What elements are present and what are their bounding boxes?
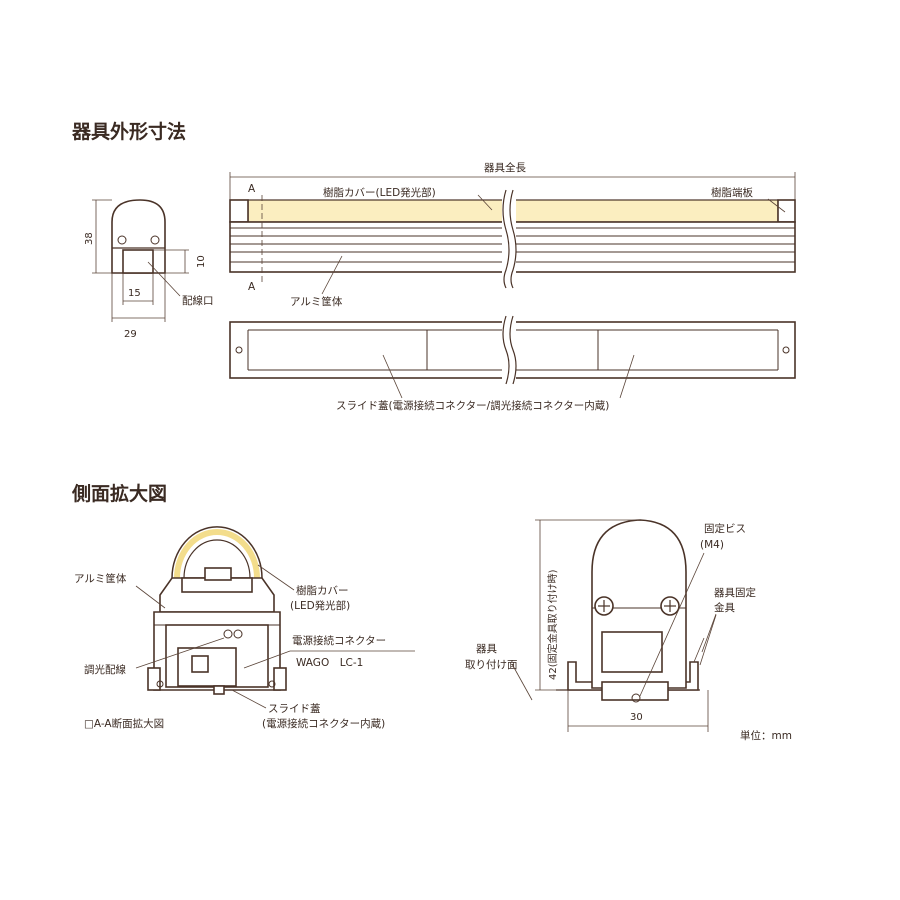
unit-label: 単位：mm <box>740 729 792 742</box>
end-view-port <box>122 249 154 274</box>
slide-lid-leader-2 <box>619 354 635 399</box>
section-lid-tab <box>213 685 225 695</box>
section-led-chip <box>204 567 232 581</box>
bottom-view: スライド蓋(電源接続コネクター/調光接続コネクター内蔵) <box>229 315 796 412</box>
fixing-screw-label-1: 固定ビス <box>704 522 746 535</box>
end-cap-left <box>229 199 249 223</box>
break-mark-right <box>509 189 517 289</box>
break-mark-bottom-right <box>509 315 517 385</box>
resin-cover-label: 樹脂カバー(LED発光部) <box>323 186 436 199</box>
break-mark-left <box>502 189 510 289</box>
section-slide-lid-leader <box>231 689 267 709</box>
mount-width-label: 30 <box>630 712 643 723</box>
mount-height-label: 42(固定金具取り付け時) <box>546 569 559 680</box>
heading-dimensions: 器具外形寸法 <box>71 120 186 143</box>
end-view-screw-right <box>150 235 160 245</box>
section-slide-lid-label-1: スライド蓋 <box>268 703 321 715</box>
mount-hole-left <box>235 346 243 354</box>
section-view: アルミ筐体 樹脂カバー (LED発光部) 電源接続コネクター WAGO LC-1… <box>74 526 415 730</box>
resin-end-plate-label: 樹脂端板 <box>711 186 753 199</box>
break-mark-bottom-left <box>502 315 510 385</box>
mount-surface-label-2: 取り付け面 <box>465 658 518 671</box>
dim-port-width-label: 15 <box>128 288 141 299</box>
mount-body-window <box>601 631 663 673</box>
section-mark-a-top: A <box>248 183 256 195</box>
mount-body-base <box>601 681 669 701</box>
mount-view: 42(固定金具取り付け時) 30 固定ビス (M4) 器具固定 金具 器具 取り… <box>465 519 792 742</box>
power-connector-leader <box>243 650 291 669</box>
section-bolt-right <box>268 680 276 688</box>
aluminum-body-label: アルミ筐体 <box>290 295 343 308</box>
section-aluminum-body-leader <box>135 585 166 609</box>
section-resin-cover-leader <box>257 564 295 591</box>
fixing-bracket-label-1: 器具固定 <box>714 586 756 599</box>
wiring-port-label: 配線口 <box>182 294 214 307</box>
overall-length-label: 器具全長 <box>484 161 526 174</box>
led-dome-inner <box>183 539 251 579</box>
aluminum-body-leader <box>321 255 343 295</box>
break-gap-bottom <box>502 315 516 385</box>
section-resin-cover-label-1: 樹脂カバー <box>296 584 349 597</box>
dimming-wire-left <box>223 629 233 639</box>
slide-lid-label: スライド蓋(電源接続コネクター/調光接続コネクター内蔵) <box>336 399 609 412</box>
section-caption: □A-A断面拡大図 <box>84 717 164 730</box>
dimming-wiring-label: 調光配線 <box>84 663 126 676</box>
fixing-bracket-leader <box>701 613 717 653</box>
fixing-screw-leader <box>639 552 705 697</box>
resin-cover-leader <box>477 194 493 211</box>
mount-surface-leader <box>511 663 533 701</box>
end-view-screw-left <box>117 235 127 245</box>
end-view: 38 10 15 29 配線口 <box>84 199 214 340</box>
heading-side-detail: 側面拡大図 <box>71 482 167 505</box>
power-connector-label: 電源接続コネクター <box>292 634 386 647</box>
wiring-port-leader <box>147 261 181 297</box>
fixing-bracket-label-2: 金具 <box>714 601 735 614</box>
section-flange-right <box>273 667 287 691</box>
section-mark-a-bottom: A <box>248 281 256 293</box>
led-dome-outer <box>171 526 263 579</box>
front-view: 器具全長 A A 樹脂カバー(LED発光部) 樹脂端板 アルミ筐体 <box>229 161 796 308</box>
break-gap-front <box>502 190 516 285</box>
mount-surface-label-1: 器具 <box>476 643 497 655</box>
dimming-wiring-leader <box>135 637 225 669</box>
section-aluminum-body-label: アルミ筐体 <box>74 572 127 585</box>
end-cap-right <box>777 199 796 223</box>
led-dome-cover <box>174 529 260 579</box>
mount-hole-right <box>782 346 790 354</box>
section-resin-cover-label-2: (LED発光部) <box>290 599 350 612</box>
mount-fixing-screw-icon <box>631 693 641 703</box>
section-slide-lid-label-2: (電源接続コネクター内蔵) <box>262 717 385 730</box>
section-connector-port <box>191 655 209 673</box>
wago-label: WAGO LC-1 <box>296 657 363 669</box>
dimming-wire-right <box>233 629 243 639</box>
fixing-screw-label-2: (M4) <box>700 539 724 551</box>
section-bolt-left <box>156 680 164 688</box>
dim-height-label: 38 <box>84 232 95 245</box>
resin-end-plate-leader <box>767 198 786 213</box>
mount-bracket-spring <box>693 614 717 666</box>
dim-port-height-label: 10 <box>196 255 207 268</box>
dim-width-label: 29 <box>124 329 137 340</box>
slide-lid-leader-1 <box>382 354 403 399</box>
